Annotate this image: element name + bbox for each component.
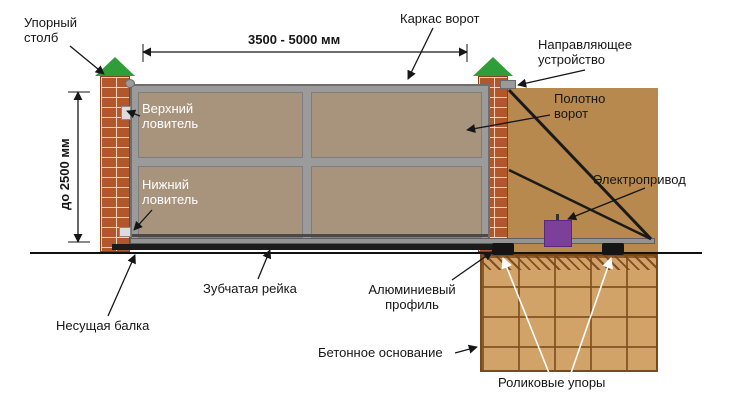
foundation-hatch [482, 256, 656, 270]
gate-frame-body [130, 84, 490, 246]
gate-panel-top-left [138, 92, 303, 158]
label-electric-drive: Электропривод [593, 172, 686, 187]
electric-drive-box [544, 220, 572, 247]
label-carrying-beam: Несущая балка [56, 318, 150, 333]
lower-catcher-bracket [119, 227, 131, 237]
leader-gate-frame [407, 27, 434, 80]
gate-panel-bottom-right [311, 166, 482, 238]
left-pillar-cap [95, 57, 135, 76]
label-guide-device: Направляющее устройство [538, 37, 633, 67]
guide-device-bracket [500, 80, 516, 89]
leader-gear-rack [257, 249, 272, 280]
label-gate-panel: Полотно ворот [554, 91, 606, 121]
label-support-post: Упорный столб [24, 15, 77, 45]
guide-rail [130, 238, 655, 244]
label-concrete-foundation: Бетонное основание [318, 345, 443, 360]
gate-panel-bottom-left [138, 166, 303, 238]
label-aluminum-profile: Алюминиевый профиль [368, 282, 456, 312]
gear-rack-bar [132, 234, 488, 237]
leader-carrying-beam [107, 254, 136, 317]
label-upper-catcher: Верхний ловитель [142, 101, 199, 131]
ground-line [30, 252, 702, 254]
label-lower-catcher: Нижний ловитель [142, 177, 199, 207]
left-support-pillar [100, 76, 130, 252]
roller-support-left [492, 243, 514, 255]
right-pillar-cap [473, 57, 513, 76]
label-dimension-height: до 2500 мм [57, 138, 72, 210]
label-dimension-width: 3500 - 5000 мм [248, 32, 341, 47]
upper-catcher-bracket [121, 106, 131, 120]
leader-concrete-foundation [454, 344, 478, 354]
carrying-beam-bar [112, 244, 492, 250]
label-gear-rack: Зубчатая рейка [203, 281, 297, 296]
roller-support-right [602, 243, 624, 255]
label-gate-frame: Каркас ворот [400, 11, 480, 26]
concrete-foundation-block [480, 254, 658, 372]
leader-guide-device [517, 69, 586, 88]
gate-panel-top-right [311, 92, 482, 158]
top-roller-bracket [125, 79, 135, 88]
label-roller-supports: Роликовые упоры [498, 375, 606, 390]
